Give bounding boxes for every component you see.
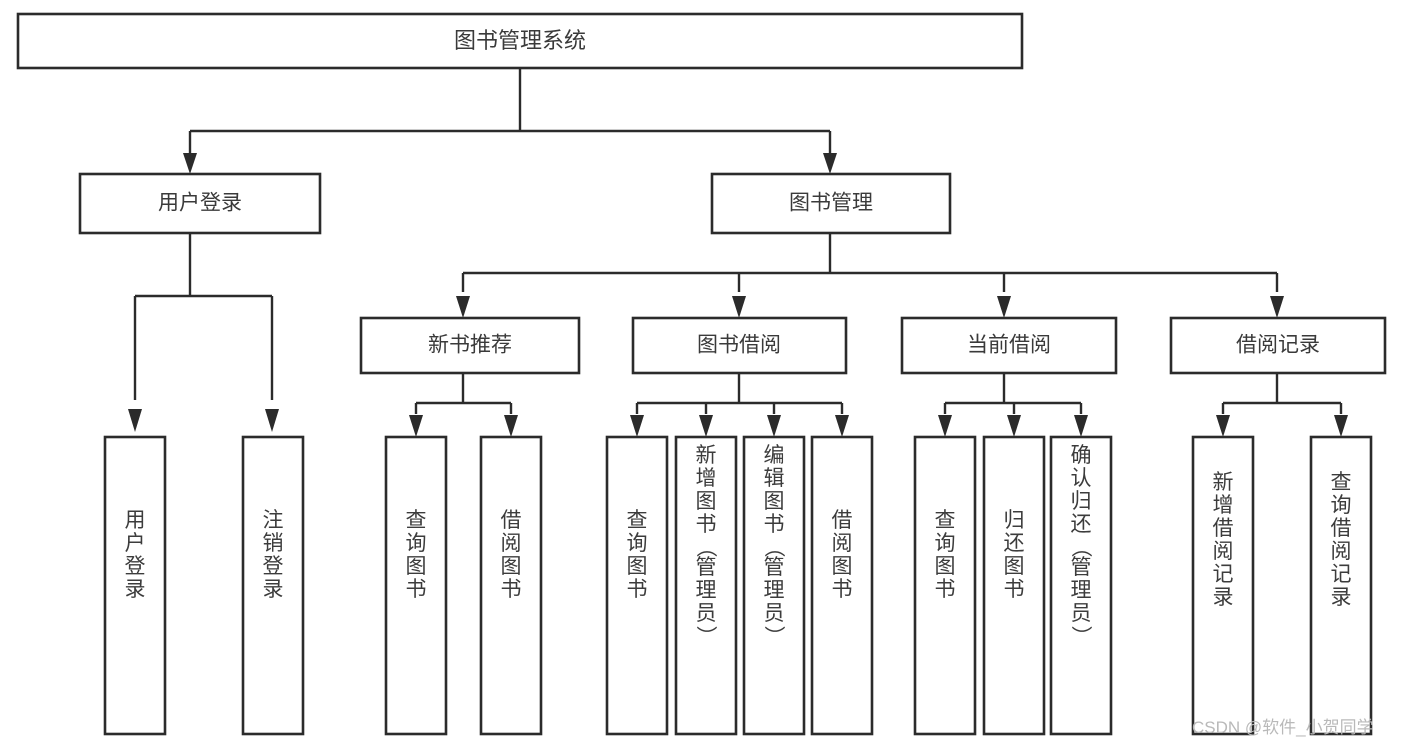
arrow-current-leaf-1: [938, 415, 952, 437]
connector-group-book-mgmt: [456, 233, 1284, 318]
arrow-book-mgmt-to-new-book: [456, 296, 470, 318]
leaf-box-new-book-2[interactable]: [479, 435, 543, 736]
leaf-box-new-book-1[interactable]: [384, 435, 448, 736]
node-new-book-recommend-box[interactable]: [359, 316, 581, 375]
leaf-box-record-2[interactable]: [1309, 435, 1373, 736]
node-current-borrow-label: 当前借阅: [967, 334, 1051, 357]
leaf-box-borrow-2[interactable]: [674, 435, 738, 736]
node-current-borrow-box[interactable]: [900, 316, 1118, 375]
leaf-box-borrow-1[interactable]: [605, 435, 669, 736]
leaf-box-current-1[interactable]: [913, 435, 977, 736]
arrow-book-mgmt-to-current: [997, 296, 1011, 318]
node-root-box[interactable]: [16, 12, 1024, 70]
node-new-book-recommend-label: 新书推荐: [428, 334, 512, 357]
leaf-box-user-login-2[interactable]: [241, 435, 305, 736]
arrow-current-leaf-3: [1074, 415, 1088, 437]
node-root-label: 图书管理系统: [454, 28, 586, 53]
leaf-box-borrow-4[interactable]: [810, 435, 874, 736]
arrow-borrow-leaf-4: [835, 415, 849, 437]
arrow-book-mgmt-to-borrow: [732, 296, 746, 318]
arrow-record-leaf-2: [1334, 415, 1348, 437]
arrow-borrow-leaf-2: [699, 415, 713, 437]
leaf-box-user-login-1[interactable]: [103, 435, 167, 736]
arrow-book-mgmt-to-record: [1270, 296, 1284, 318]
arrow-borrow-leaf-1: [630, 415, 644, 437]
node-user-login-label: 用户登录: [158, 192, 242, 215]
node-borrow-record-label: 借阅记录: [1236, 334, 1320, 357]
connector-group-user-login: [128, 233, 279, 432]
connector-group-new-book: [409, 373, 518, 437]
arrow-record-leaf-1: [1216, 415, 1230, 437]
arrow-current-leaf-2: [1007, 415, 1021, 437]
arrow-borrow-leaf-3: [767, 415, 781, 437]
node-user-login-box[interactable]: [78, 172, 322, 235]
connector-group-root: [183, 68, 837, 174]
node-book-borrow-label: 图书借阅: [697, 334, 781, 357]
leaf-box-current-2[interactable]: [982, 435, 1046, 736]
leaf-box-record-1[interactable]: [1191, 435, 1255, 736]
connector-group-current-borrow: [938, 373, 1088, 437]
connector-group-borrow-record: [1216, 373, 1348, 437]
arrow-user-login-leaf-1: [128, 409, 142, 432]
arrow-user-login-leaf-2: [265, 409, 279, 432]
arrow-new-book-leaf-1: [409, 415, 423, 437]
node-book-management-box[interactable]: [710, 172, 952, 235]
arrow-root-to-book-mgmt: [823, 153, 837, 174]
leaf-box-current-3[interactable]: [1049, 435, 1113, 736]
node-book-borrow-box[interactable]: [631, 316, 848, 375]
connector-group-borrow: [630, 373, 849, 437]
node-borrow-record-box[interactable]: [1169, 316, 1387, 375]
leaf-box-borrow-3[interactable]: [742, 435, 806, 736]
arrow-root-to-user-login: [183, 153, 197, 174]
watermark-text: CSDN @软件_小贺同学: [1192, 718, 1374, 737]
arrow-new-book-leaf-2: [504, 415, 518, 437]
node-book-management-label: 图书管理: [789, 192, 873, 215]
